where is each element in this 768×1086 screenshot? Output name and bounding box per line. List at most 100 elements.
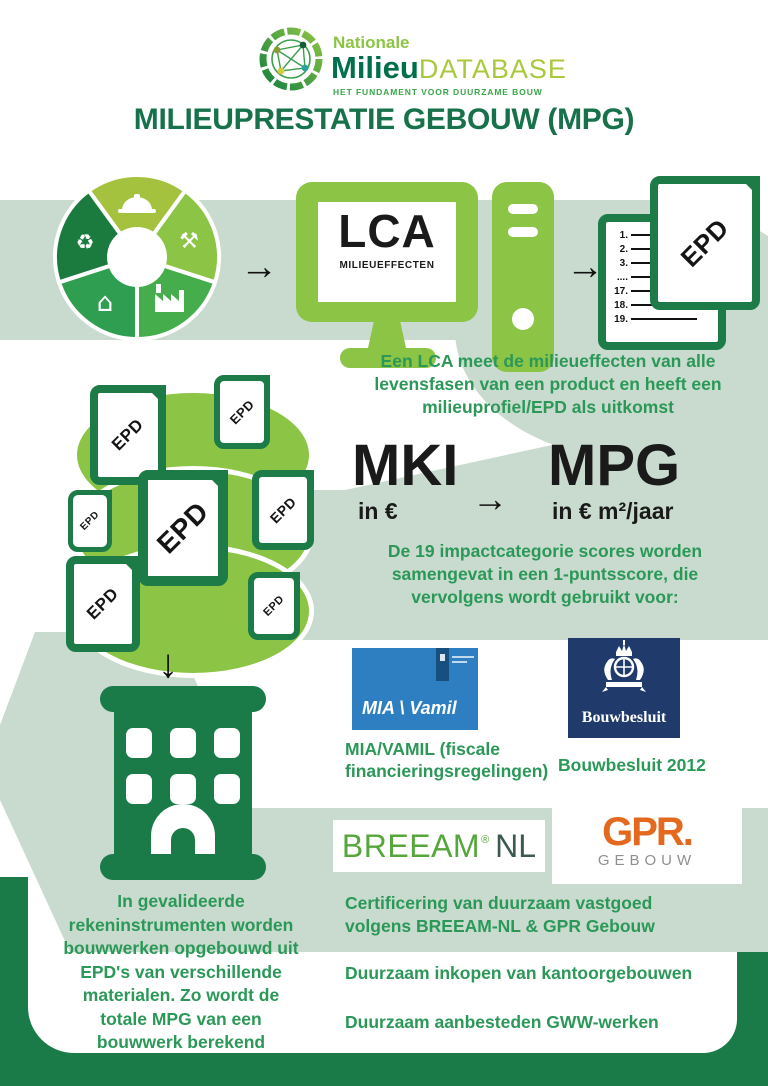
mia-ribbon [436,648,449,681]
monitor-stand [368,322,406,348]
logo-brand-top: Nationale [333,33,410,52]
tools-icon: ⚒ [179,229,199,254]
list-line [631,318,697,320]
building-window [170,774,196,804]
frame-left-bar [0,877,28,1086]
mia-vamil-logo: MIA \ Vamil [352,648,478,730]
lca-label: LCA [338,205,436,257]
bouwbesluit-label: Bouwbesluit 2012 [558,755,706,775]
mki-to-mpg-arrow: → [472,478,508,519]
building-icon [100,686,266,882]
monitor-base [340,348,436,368]
epd-document: EPD [138,470,228,586]
gpr-word: GPR. [602,810,694,854]
building-caption: In gevalideerde rekeninstrumenten worden… [63,891,299,1052]
page-fold-icon [118,556,140,578]
page-fold-icon [298,470,314,486]
epd-doc-label: EPD [108,415,148,455]
epd-document: EPD [90,385,166,485]
gpr-sub-word: GEBOUW [597,852,697,869]
page-fold-icon [144,385,166,407]
epd-document: EPD [66,556,140,652]
tower-button [512,308,534,330]
frame-right-bar [737,952,768,1086]
recycle-icon: ♻ [76,230,95,254]
breeam-reg-mark: ® [481,834,490,846]
logo-brand-main: Milieu [331,50,419,85]
epd-doc-label: EPD [261,593,287,619]
bouwbesluit-emblem-icon [602,640,646,692]
list-number: .... [616,271,628,283]
duurzaam-inkopen-line: Duurzaam inkopen van kantoorgebouwen [345,963,693,983]
mki-unit: in € [358,498,398,524]
mki-label: MKI [352,433,459,498]
milieudatabase-logo-icon [259,27,323,91]
building-window [126,728,152,758]
duurzaam-aanbesteden-line: Duurzaam aanbesteden GWW-werken [345,1012,659,1032]
epd-document: EPD [214,375,270,449]
certification-caption: Certificering van duurzaam vastgoed volg… [345,893,655,936]
list-number: 18. [614,299,628,311]
page-fold-icon [256,375,270,389]
list-number: 2. [619,243,628,255]
flow-arrow-2: → [566,246,604,288]
home-icon: ⌂ [97,288,114,318]
lca-caption: Een LCA meet de milieueffecten van alle … [374,351,722,417]
building-window [126,774,152,804]
list-number: 3. [619,257,628,269]
page-fold-icon [287,572,300,585]
database-to-building-arrow: ↓ [158,642,178,686]
breeam-nl-word: NL [495,827,537,864]
lifecycle-wheel-chart: ⚒ ⌂ ♻ [53,173,221,342]
epd-document: EPD [650,176,760,310]
epd-document: EPD [252,470,314,550]
epd-result-docs: 1. 2. 3. .... 17. 18. 19. EPD [598,176,763,350]
lca-computer: LCA MILIEUEFFECTEN [296,182,556,377]
building-door [171,828,195,880]
page-fold-icon [202,470,228,496]
lca-sublabel: MILIEUEFFECTEN [339,260,435,271]
mpg-label: MPG [548,433,681,498]
epd-doc-label: EPD [78,509,102,533]
mpg-unit: in € m²/jaar [552,498,674,524]
page-fold-icon [100,490,112,502]
building-window [170,728,196,758]
breeam-nl-logo: BREEAM ® NL [333,820,545,872]
epd-doc-label: EPD [83,584,123,624]
bouwbesluit-logo-text: Bouwbesluit [581,709,667,726]
computer-tower [492,182,554,372]
bottom-white-panel [28,952,737,1053]
impact-caption: De 19 impactcategorie scores worden same… [387,541,703,607]
logo-brand-suffix: DATABASE [418,54,567,84]
epd-doc-label: EPD [226,396,258,428]
flow-arrow-1: → [240,246,278,288]
logo-tagline: HET FUNDAMENT VOOR DUURZAME BOUW [333,87,543,97]
epd-database: EPD EPD EPD EPD EPD EPD EPD [0,370,340,678]
page-title: MILIEUPRESTATIE GEBOUW (MPG) [133,103,635,136]
mia-ribbon-text-line [452,656,474,658]
epd-doc-label: EPD [674,212,735,273]
mia-ribbon-text-line [452,661,467,663]
helmet-icon [118,194,156,213]
tower-slot [508,227,538,237]
gpr-gebouw-logo: GPR. GEBOUW [552,808,742,884]
frame-bottom-bar [0,1053,768,1086]
bouwbesluit-logo: Bouwbesluit [568,638,680,738]
epd-document: EPD [68,490,112,552]
mia-label: MIA/VAMIL (fiscale financieringsregeling… [345,739,549,781]
logo-brand-row: MilieuDATABASE [331,50,567,86]
building-window [214,728,240,758]
epd-doc-label: EPD [266,493,300,527]
tower-slot [508,204,538,214]
list-number: 1. [619,229,628,241]
mia-logo-text: MIA \ Vamil [362,698,457,718]
monitor-screen: LCA MILIEUEFFECTEN [318,202,456,302]
mia-ribbon-mark [440,654,445,661]
list-number: 17. [614,285,628,297]
page-fold-icon [738,176,760,198]
epd-document: EPD [248,572,300,640]
building-window [214,774,240,804]
lifecycle-wheel: ⚒ ⌂ ♻ [52,172,222,342]
breeam-word: BREEAM [341,827,481,864]
